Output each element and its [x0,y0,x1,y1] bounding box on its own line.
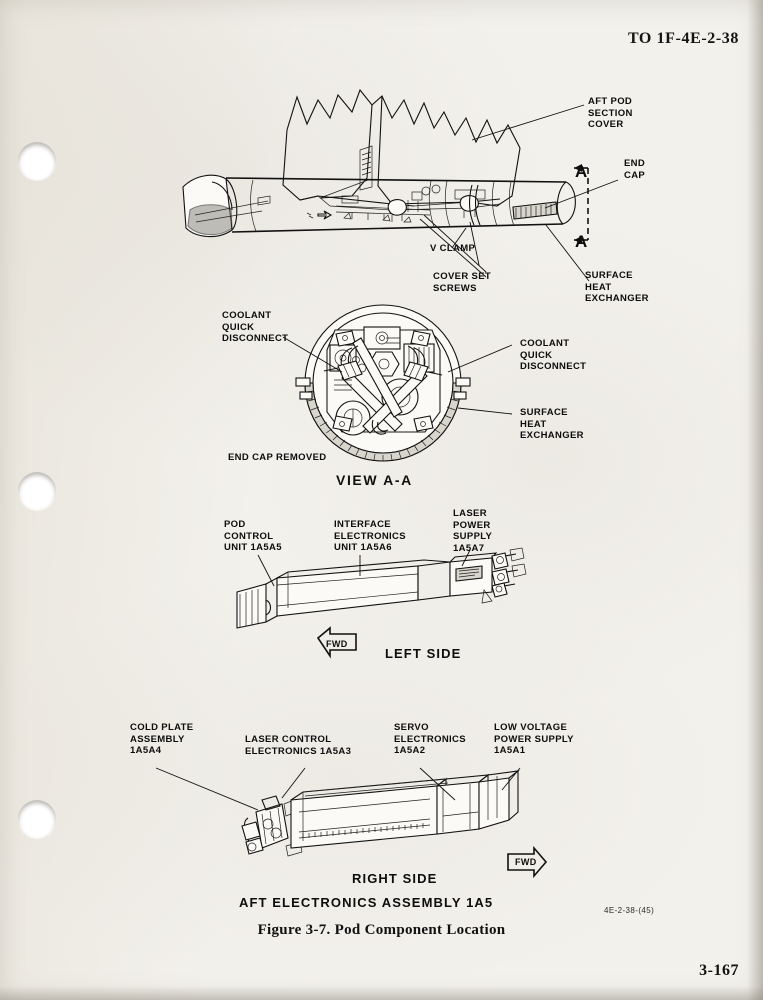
top-view-pod-illustration [282,88,521,207]
coolant-quick-disconnect-right-part [403,361,443,382]
callout-servo-electronics: SERVO ELECTRONICS 1A5A2 [394,722,466,756]
callout-pod-control-unit: POD CONTROL UNIT 1A5A5 [224,519,282,553]
left-side-assembly-illustration [236,547,527,629]
pod-body [182,174,576,238]
callout-interface-electronics-unit: INTERFACE ELECTRONICS UNIT 1A5A6 [334,519,406,553]
bottom-edge-shadow [0,986,763,1000]
callout-coolant-quick-disconnect-right: COOLANT QUICK DISCONNECT [520,338,587,372]
fwd-marker-left-side: FWD [326,639,348,649]
callout-coolant-quick-disconnect-left: COOLANT QUICK DISCONNECT [222,310,289,344]
punch-hole-bottom [18,800,56,838]
callout-aft-pod-section-cover: AFT POD SECTION COVER [588,96,633,130]
section-marker-a-top: A [575,162,588,181]
callout-surface-heat-exchanger-view-aa: SURFACE HEAT EXCHANGER [520,407,584,441]
callout-cover-set-screws: COVER SET SCREWS [433,271,492,294]
cover-placard [359,145,373,191]
view-aa-internal-components [323,326,443,436]
left-side-connector-cluster [481,547,527,604]
assembly-title: AFT ELECTRONICS ASSEMBLY 1A5 [239,895,494,910]
top-view-leaders [419,104,619,282]
fwd-marker-right-side: FWD [515,857,537,867]
callout-surface-heat-exchanger-top: SURFACE HEAT EXCHANGER [585,270,649,304]
section-marker-a-bottom: A [575,232,588,251]
punch-hole-top [18,142,56,180]
pod-latch-fittings [387,195,479,222]
view-aa-title: VIEW A-A [336,472,413,488]
callout-cold-plate-assembly: COLD PLATE ASSEMBLY 1A5A4 [130,722,194,756]
right-edge-shadow [747,0,763,1000]
v-clamp-band [469,184,481,226]
view-aa-illustration [295,304,471,462]
callout-v-clamp: V CLAMP [430,243,476,254]
right-side-assembly-illustration [241,769,520,857]
callout-laser-power-supply: LASER POWER SUPPLY 1A5A7 [453,508,493,554]
coolant-quick-disconnect-left-part [323,360,363,381]
callout-low-voltage-power-supply: LOW VOLTAGE POWER SUPPLY 1A5A1 [494,722,574,756]
surface-heat-exchanger-strip [512,201,558,220]
pod-bay-detail [335,184,486,220]
left-side-title: LEFT SIDE [385,646,462,661]
right-side-cold-plate-fittings [241,795,303,857]
page-number: 3-167 [699,962,739,979]
callout-end-cap: END CAP [624,158,646,181]
left-side-leaders [257,549,471,587]
callout-laser-control-electronics: LASER CONTROL ELECTRONICS 1A5A3 [245,734,352,757]
punch-hole-middle [18,472,56,510]
right-side-leaders [155,767,521,811]
callout-end-cap-removed: END CAP REMOVED [228,452,327,463]
right-side-title: RIGHT SIDE [352,871,438,886]
drawing-number: 4E-2-38-(45) [604,906,655,915]
figure-caption: Figure 3-7. Pod Component Location [257,922,506,938]
view-aa-leaders [282,336,513,415]
document-header: TO 1F-4E-2-38 [627,30,739,47]
